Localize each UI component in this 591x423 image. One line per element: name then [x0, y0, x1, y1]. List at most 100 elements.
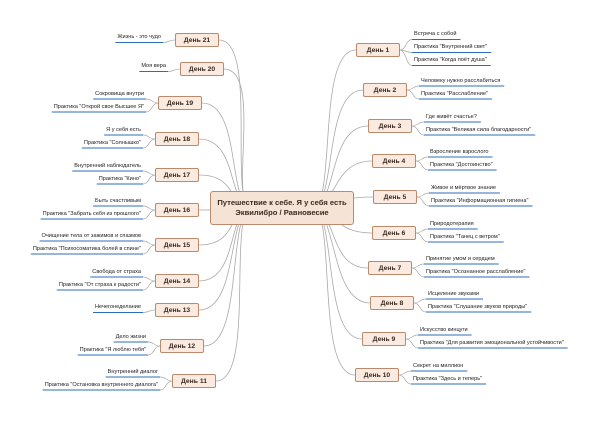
leaf-connector	[142, 205, 156, 211]
leaf-topic[interactable]: Практика "Внутренний свет"	[414, 44, 488, 50]
leaf-connector	[415, 156, 429, 162]
leaf-connector	[159, 380, 173, 391]
leaf-topic[interactable]: Практика "Психосоматика болей в спине"	[32, 245, 141, 252]
leaf-topic[interactable]: Практика "Кино"	[98, 175, 141, 182]
leaf-topic[interactable]: Практика "Слушание звуков природы"	[428, 303, 528, 310]
leaf-topic[interactable]: Где живёт счастье?	[426, 113, 477, 120]
day-node[interactable]: День 2	[363, 83, 407, 97]
branch-line	[311, 207, 356, 376]
day-node[interactable]: День 21	[175, 33, 219, 47]
leaf-connector	[142, 309, 156, 313]
leaf-topic[interactable]: Практика "Остановка внутреннего диалога"	[44, 381, 158, 388]
leaf-connector	[415, 228, 429, 234]
day-node[interactable]: День 9	[362, 332, 406, 346]
leaf-topic[interactable]: Практика "Забрать себя из прошлого"	[42, 210, 141, 217]
leaf-connector	[406, 85, 420, 91]
leaf-topic[interactable]: Практика "Расслабление"	[421, 90, 488, 97]
day-node[interactable]: День 16	[155, 203, 199, 217]
leaf-topic[interactable]: Практика "Открой свое Высшее Я"	[53, 103, 144, 110]
day-node[interactable]: День 5	[373, 190, 417, 204]
leaf-connector	[399, 39, 413, 51]
leaf-topic[interactable]: Внутренний диалог	[107, 368, 158, 375]
leaf-topic[interactable]: Сокровища внутри	[95, 90, 144, 97]
day-node[interactable]: День 20	[180, 62, 224, 76]
leaf-topic[interactable]: Очищение тела от зажимов и спазмов	[41, 232, 141, 239]
leaf-topic[interactable]: Принятие умом и сердцем	[426, 255, 495, 262]
leaf-topic[interactable]: Живое и мёртвое знание	[431, 184, 496, 191]
day-node[interactable]: День 18	[155, 132, 199, 146]
day-node[interactable]: День 15	[155, 238, 199, 252]
leaf-connector	[411, 121, 425, 127]
leaf-connector	[406, 89, 420, 100]
central-topic-title: Путешествие к себе. Я у себя есть	[217, 197, 347, 207]
leaf-topic[interactable]: Взросление взрослого	[430, 148, 489, 155]
leaf-topic[interactable]: Секрет на миллион	[413, 362, 464, 369]
leaf-connector	[399, 49, 413, 66]
central-topic-subtitle: Эквилибро / Равновесие	[235, 208, 329, 217]
leaf-topic[interactable]: Внутренний наблюдатель	[74, 162, 141, 169]
day-node[interactable]: День 19	[158, 96, 202, 110]
leaf-connector	[142, 244, 156, 255]
central-topic[interactable]: Путешествие к себе. Я у себя есть Эквили…	[210, 191, 354, 225]
leaf-connector	[411, 125, 425, 136]
leaf-topic[interactable]: Практика "Для развития эмоциональной уст…	[420, 339, 564, 346]
branch-line	[311, 207, 363, 340]
leaf-topic[interactable]: Искусство кинцуги	[420, 326, 468, 333]
leaf-connector	[145, 102, 159, 113]
leaf-connector	[411, 263, 425, 269]
day-node[interactable]: День 4	[372, 154, 416, 168]
leaf-connector	[398, 374, 412, 385]
leaf-connector	[147, 341, 161, 347]
leaf-connector	[142, 209, 156, 220]
leaf-topic[interactable]: Практика "Здесь и теперь"	[413, 375, 483, 382]
leaf-topic[interactable]: Практика "Великая сила благодарности"	[426, 126, 532, 133]
leaf-connector	[162, 39, 176, 43]
leaf-topic[interactable]: Встреча с собой	[414, 31, 457, 37]
branch-line	[203, 207, 253, 347]
leaf-connector	[405, 338, 419, 349]
leaf-topic[interactable]: Я у себя есть	[106, 126, 141, 133]
leaf-topic[interactable]: Жизнь - это чудо	[117, 34, 161, 40]
day-node[interactable]: День 1	[356, 43, 400, 57]
leaf-topic[interactable]: Свобода от страха	[92, 268, 141, 275]
leaf-connector	[142, 134, 156, 140]
leaf-topic[interactable]: Практика "Осознанное расслабление"	[426, 268, 526, 275]
leaf-topic[interactable]: Практика "Танец с ветром"	[430, 233, 500, 240]
leaf-topic[interactable]: Практика "От страха к радости"	[58, 281, 141, 288]
day-node[interactable]: День 14	[155, 274, 199, 288]
day-node[interactable]: День 8	[370, 296, 414, 310]
leaf-connector	[413, 298, 427, 304]
leaf-topic[interactable]: Практика "Информационная гигиена"	[431, 197, 529, 204]
leaf-connector	[142, 138, 156, 149]
leaf-connector	[159, 376, 173, 382]
leaf-topic[interactable]: Практика "Я люблю тебя"	[79, 346, 146, 353]
leaf-topic[interactable]: Природотерапия	[430, 220, 474, 227]
leaf-connector	[415, 232, 429, 243]
day-node[interactable]: День 3	[368, 119, 412, 133]
day-node[interactable]: День 17	[155, 168, 199, 182]
leaf-topic[interactable]: Человеку нужно расслабиться	[421, 77, 501, 84]
leaf-connector	[415, 160, 429, 171]
leaf-connector	[147, 345, 161, 356]
leaf-connector	[142, 276, 156, 282]
leaf-topic[interactable]: Нечегонеделание	[95, 304, 141, 310]
leaf-connector	[142, 170, 156, 176]
leaf-topic[interactable]: Быть счастливым	[95, 197, 141, 204]
leaf-topic[interactable]: Моя вера	[141, 63, 166, 69]
leaf-topic[interactable]: Практика "Достоинство"	[430, 161, 493, 168]
leaf-topic[interactable]: Дело жизни	[115, 333, 146, 340]
leaf-connector	[413, 302, 427, 313]
day-node[interactable]: День 13	[155, 303, 199, 317]
leaf-connector	[145, 98, 159, 104]
leaf-topic[interactable]: Практика "Когда поёт душа"	[414, 57, 487, 63]
day-node[interactable]: День 6	[372, 226, 416, 240]
day-node[interactable]: День 11	[172, 374, 216, 388]
leaf-topic[interactable]: Практика "Солнышко"	[83, 139, 141, 146]
leaf-topic[interactable]: Исцеление звуками	[428, 290, 479, 297]
day-node[interactable]: День 10	[355, 368, 399, 382]
day-node[interactable]: День 7	[368, 261, 412, 275]
leaf-connector	[405, 334, 419, 340]
leaf-connector	[142, 240, 156, 246]
day-node[interactable]: День 12	[160, 339, 204, 353]
